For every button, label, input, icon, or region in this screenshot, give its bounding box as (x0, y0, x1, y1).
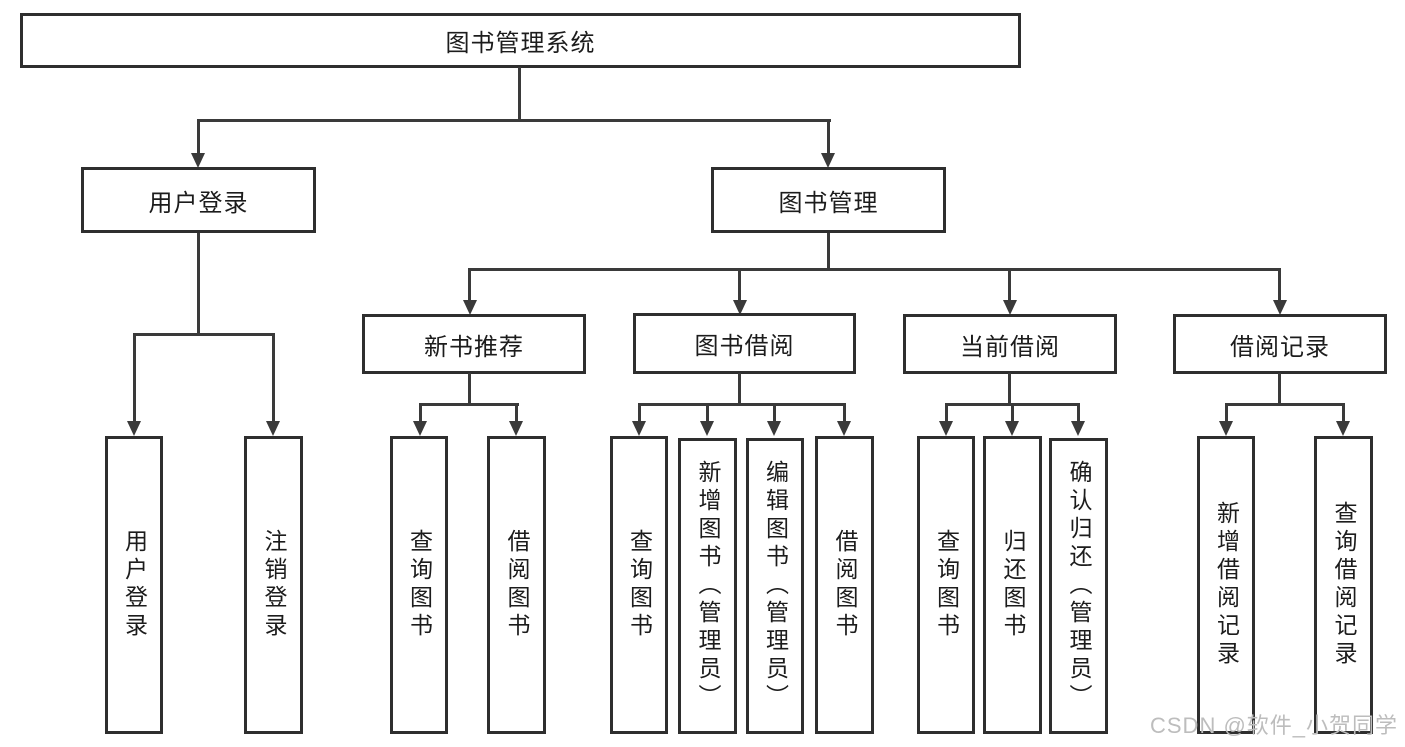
node-leaf-nb-search-books-label: 查询图书 (406, 529, 433, 641)
node-current-borrowing-label: 当前借阅 (960, 333, 1060, 361)
arrow-bb-search (632, 421, 646, 436)
connector-user-login-stem (197, 233, 200, 335)
node-leaf-cb-confirm-return-admin: 确认归还（管理员） (1049, 438, 1108, 734)
connector-drop-cb-confirm (1077, 403, 1080, 422)
connector-root-stem (518, 67, 521, 120)
arrow-nb-borrow (509, 421, 523, 436)
arrow-book-mgmt (821, 153, 835, 168)
node-leaf-nb-search-books: 查询图书 (390, 436, 448, 734)
connector-drop-cb-return (1011, 403, 1014, 422)
connector-drop-ul-logout (272, 333, 275, 422)
node-borrowing-records-label: 借阅记录 (1230, 333, 1330, 361)
node-user-login: 用户登录 (81, 167, 316, 233)
connector-drop-cb-search (945, 403, 948, 422)
arrow-bb-edit (767, 421, 781, 436)
node-book-borrowing-label: 图书借阅 (694, 333, 795, 360)
node-leaf-nb-borrow-books: 借阅图书 (487, 436, 546, 734)
arrow-cb-confirm (1071, 421, 1085, 436)
connector-borrow-records-rail (1225, 403, 1345, 406)
node-leaf-cb-search-books-label: 查询图书 (933, 529, 960, 641)
connector-drop-user-login (197, 119, 200, 155)
node-leaf-br-add-record-label: 新增借阅记录 (1213, 501, 1240, 669)
connector-drop-bb-add (706, 403, 709, 422)
arrow-bb-add (700, 421, 714, 436)
csdn-watermark: CSDN @软件_小贺同学 (1150, 713, 1399, 738)
connector-book-mgmt-stem (827, 233, 830, 271)
connector-drop-current-borrow (1008, 268, 1011, 302)
node-leaf-br-add-record: 新增借阅记录 (1197, 436, 1255, 734)
node-leaf-logout-label: 注销登录 (261, 529, 287, 641)
node-new-book-recommend: 新书推荐 (362, 314, 586, 374)
arrow-ul-login (127, 421, 141, 436)
arrow-ul-logout (266, 421, 280, 436)
arrow-cb-return (1005, 421, 1019, 436)
arrow-bb-borrow (837, 421, 851, 436)
node-book-management: 图书管理 (711, 167, 946, 233)
node-leaf-bb-edit-books-admin: 编辑图书（管理员） (746, 438, 804, 734)
arrow-book-borrow (733, 300, 747, 315)
connector-drop-borrow-records (1278, 268, 1281, 302)
connector-book-borrow-stem (738, 373, 741, 405)
arrow-new-books (463, 300, 477, 315)
connector-drop-nb-search (419, 403, 422, 422)
arrow-borrow-records (1273, 300, 1287, 315)
node-leaf-bb-borrow-books: 借阅图书 (815, 436, 874, 734)
node-leaf-nb-borrow-books-label: 借阅图书 (504, 529, 530, 641)
connector-drop-br-search (1342, 403, 1345, 422)
node-leaf-user-login: 用户登录 (105, 436, 163, 734)
connector-drop-bb-search (638, 403, 641, 422)
node-leaf-bb-borrow-books-label: 借阅图书 (832, 529, 858, 641)
node-current-borrowing: 当前借阅 (903, 314, 1117, 374)
connector-new-books-rail (419, 403, 519, 406)
node-leaf-bb-edit-books-admin-label: 编辑图书（管理员） (762, 460, 789, 712)
connector-drop-nb-borrow (515, 403, 518, 422)
connector-drop-br-add (1225, 403, 1228, 422)
node-book-management-label: 图书管理 (778, 189, 879, 217)
connector-drop-bb-borrow (843, 403, 846, 422)
arrow-br-search (1336, 421, 1350, 436)
arrow-br-add (1219, 421, 1233, 436)
connector-new-books-stem (468, 373, 471, 405)
node-borrowing-records: 借阅记录 (1173, 314, 1387, 374)
connector-drop-ul-login (133, 333, 136, 422)
node-library-management-system: 图书管理系统 (20, 13, 1021, 68)
node-leaf-cb-return-books: 归还图书 (983, 436, 1042, 734)
connector-drop-bb-edit (773, 403, 776, 422)
connector-root-rail (197, 119, 831, 122)
node-leaf-cb-confirm-return-admin-label: 确认归还（管理员） (1066, 460, 1092, 712)
node-library-management-system-label: 图书管理系统 (445, 30, 596, 57)
connector-drop-book-borrow (738, 268, 741, 302)
node-leaf-cb-return-books-label: 归还图书 (1000, 529, 1026, 641)
node-leaf-bb-add-books-admin: 新增图书（管理员） (678, 438, 737, 734)
arrow-cb-search (939, 421, 953, 436)
arrow-user-login (191, 153, 205, 168)
arrow-nb-search (413, 421, 427, 436)
connector-user-login-rail (133, 333, 274, 336)
node-user-login-label: 用户登录 (148, 189, 249, 217)
node-leaf-bb-add-books-admin-label: 新增图书（管理员） (695, 460, 721, 712)
connector-book-borrow-rail (638, 403, 846, 406)
node-leaf-br-search-record: 查询借阅记录 (1314, 436, 1373, 734)
node-book-borrowing: 图书借阅 (633, 313, 856, 374)
node-leaf-cb-search-books: 查询图书 (917, 436, 975, 734)
node-leaf-logout: 注销登录 (244, 436, 303, 734)
node-new-book-recommend-label: 新书推荐 (424, 333, 524, 361)
node-leaf-bb-search-books-label: 查询图书 (626, 529, 653, 641)
node-leaf-bb-search-books: 查询图书 (610, 436, 668, 734)
connector-borrow-records-stem (1278, 373, 1281, 405)
connector-book-mgmt-rail (469, 268, 1281, 271)
connector-drop-new-books (468, 268, 471, 302)
connector-current-borrow-stem (1008, 373, 1011, 405)
node-leaf-user-login-label: 用户登录 (121, 529, 148, 641)
arrow-current-borrow (1003, 300, 1017, 315)
connector-drop-book-mgmt (827, 119, 830, 155)
node-leaf-br-search-record-label: 查询借阅记录 (1331, 501, 1357, 669)
